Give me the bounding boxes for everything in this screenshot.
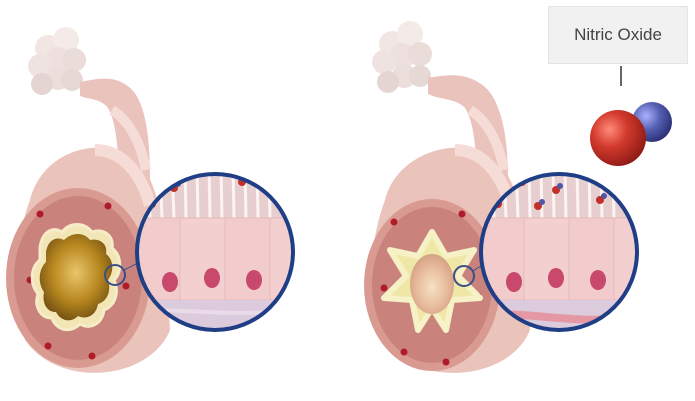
label-leader-line [620,66,622,86]
open-lumen-right [410,254,454,314]
oxygen-atom [590,110,646,166]
alveoli-cluster-left [28,27,86,95]
alveoli-cluster-right [372,21,432,93]
nitric-oxide-label: Nitric Oxide [548,6,688,64]
nitric-oxide-molecule [590,102,672,166]
constricted-airway [6,27,170,373]
nitric-oxide-label-text: Nitric Oxide [574,25,662,45]
epithelial-cells-right [479,218,644,300]
epithelial-cells-left [135,218,300,300]
